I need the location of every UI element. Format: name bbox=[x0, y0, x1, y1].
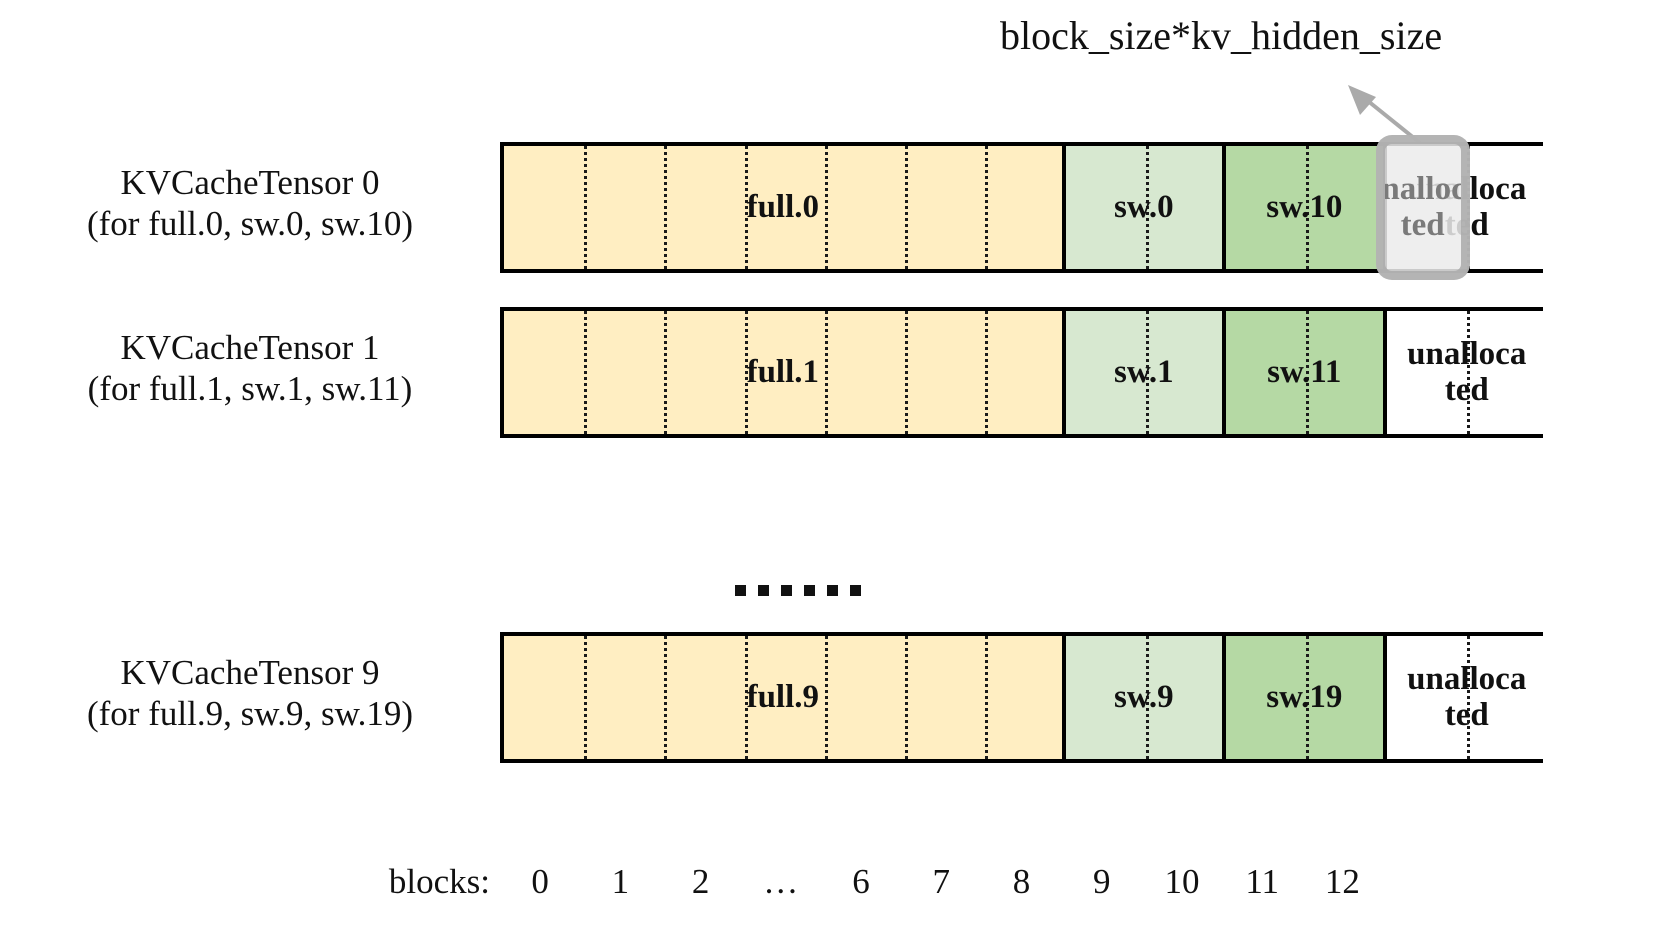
block-divider-dotted-line bbox=[664, 636, 668, 759]
block-divider-dotted-line bbox=[905, 146, 909, 269]
tensor-row-label: KVCacheTensor 9(for full.9, sw.9, sw.19) bbox=[15, 652, 485, 735]
block-divider-dotted-line bbox=[584, 636, 588, 759]
blocks-axis-tick: … bbox=[763, 862, 799, 901]
tensor-segment-sw-light[interactable]: sw.1 bbox=[1065, 311, 1227, 434]
tensor-segment-sw-light[interactable]: sw.9 bbox=[1065, 636, 1227, 759]
tensor-segment-full[interactable]: full.9 bbox=[504, 636, 1066, 759]
block-divider-dotted-line bbox=[824, 636, 828, 759]
blocks-axis-tick: 10 bbox=[1164, 862, 1200, 901]
blocks-axis-tick: 12 bbox=[1324, 862, 1360, 901]
tensor-row-label-line1: KVCacheTensor 9 bbox=[120, 652, 380, 692]
block-divider-dotted-line bbox=[905, 311, 909, 434]
blocks-axis-tick: 11 bbox=[1245, 862, 1280, 901]
tensor-segment-label: sw.10 bbox=[1266, 188, 1343, 225]
ellipsis-dot bbox=[781, 585, 792, 596]
tensor-row-label: KVCacheTensor 1(for full.1, sw.1, sw.11) bbox=[15, 327, 485, 410]
blocks-axis-tick: 8 bbox=[1012, 862, 1031, 901]
ellipsis-dot bbox=[735, 585, 746, 596]
tensor-segment-sw-dark[interactable]: sw.19 bbox=[1226, 636, 1387, 759]
tensor-segment-label: full.0 bbox=[746, 188, 820, 225]
blocks-axis-tick: 7 bbox=[932, 862, 951, 901]
block-divider-dotted-line bbox=[664, 311, 668, 434]
tensor-row-label-line2: (for full.1, sw.1, sw.11) bbox=[87, 368, 413, 408]
block-divider-dotted-line bbox=[905, 636, 909, 759]
tensor-segment-sw-dark[interactable]: sw.10 bbox=[1226, 146, 1387, 269]
tensor-segment-label: full.9 bbox=[746, 678, 820, 715]
tensor-segment-full[interactable]: full.1 bbox=[504, 311, 1066, 434]
vertical-ellipsis-separator bbox=[735, 585, 861, 596]
blocks-axis-tick: 9 bbox=[1092, 862, 1111, 901]
blocks-axis-tick: 2 bbox=[691, 862, 710, 901]
block-divider-dotted-line bbox=[985, 311, 989, 434]
block-divider-dotted-line bbox=[985, 636, 989, 759]
ellipsis-dot bbox=[827, 585, 838, 596]
tensor-row-label-line1: KVCacheTensor 0 bbox=[120, 162, 380, 202]
block-divider-dotted-line bbox=[985, 146, 989, 269]
blocks-axis-tick: 1 bbox=[611, 862, 630, 901]
tensor-row-label: KVCacheTensor 0(for full.0, sw.0, sw.10) bbox=[15, 162, 485, 245]
tensor-segment-sw-light[interactable]: sw.0 bbox=[1065, 146, 1227, 269]
tensor-segment-label: sw.11 bbox=[1267, 353, 1342, 390]
ellipsis-dot bbox=[758, 585, 769, 596]
tensor-segment-label: sw.1 bbox=[1114, 353, 1174, 390]
block-divider-dotted-line bbox=[664, 146, 668, 269]
tensor-segment-sw-dark[interactable]: sw.11 bbox=[1226, 311, 1387, 434]
tensor-segment-label: full.1 bbox=[746, 353, 820, 390]
blocks-axis-tick: 6 bbox=[852, 862, 870, 901]
block-divider-dotted-line bbox=[584, 311, 588, 434]
tensor-row-label-line1: KVCacheTensor 1 bbox=[120, 327, 380, 367]
block-divider-dotted-line bbox=[584, 146, 588, 269]
tensor-segment-label: sw.9 bbox=[1114, 678, 1174, 715]
ellipsis-dot bbox=[804, 585, 815, 596]
block-divider-dotted-line bbox=[824, 311, 828, 434]
tensor-segment-label: sw.19 bbox=[1266, 678, 1343, 715]
blocks-axis-title: blocks: bbox=[388, 862, 490, 901]
tensor-segment-full[interactable]: full.0 bbox=[504, 146, 1066, 269]
callout-label: block_size*kv_hidden_size bbox=[1000, 13, 1443, 58]
tensor-row-label-line2: (for full.0, sw.0, sw.10) bbox=[87, 203, 413, 243]
tensor-row-label-line2: (for full.9, sw.9, sw.19) bbox=[87, 693, 413, 733]
ellipsis-dot bbox=[850, 585, 861, 596]
block-divider-dotted-line bbox=[824, 146, 828, 269]
blocks-axis-tick: 0 bbox=[531, 862, 549, 901]
tensor-segment-label: sw.0 bbox=[1114, 188, 1174, 225]
